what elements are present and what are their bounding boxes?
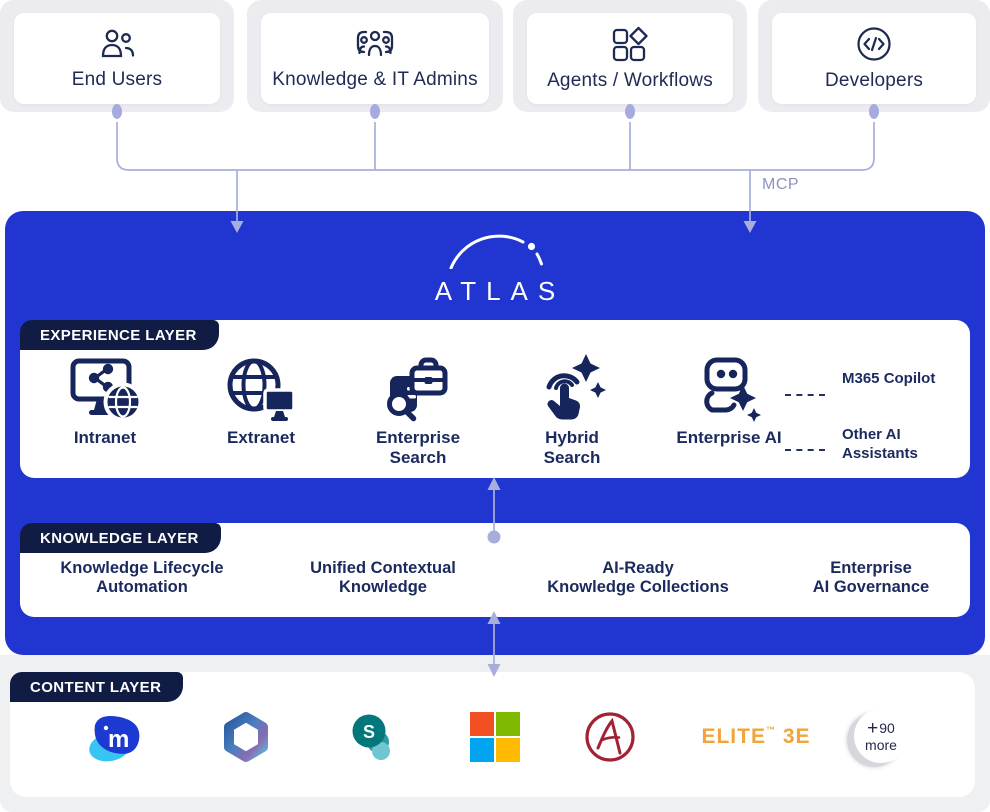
kn-item-line: Knowledge Collections [547, 578, 729, 597]
microsoft-logo-icon [445, 708, 545, 766]
mcp-label: MCP [762, 176, 800, 193]
kn-item-governance: Enterprise AI Governance [761, 559, 981, 598]
svg-text:m: m [108, 726, 129, 753]
exp-item-enterprise-search: Enterprise Search [353, 352, 483, 469]
svg-text:S: S [363, 722, 375, 742]
actor-card-developers: Developers [772, 13, 976, 104]
elite-3e-suffix: 3E [782, 725, 811, 748]
assistant-label-other-ai: Other AI Assistants [842, 426, 918, 462]
actor-label: Developers [824, 69, 924, 91]
experience-layer-panel: EXPERIENCE LAYER [20, 320, 970, 478]
exp-item-label: Enterprise AI [676, 428, 782, 447]
kn-item-unified: Unified Contextual Knowledge [273, 559, 493, 598]
knowledge-layer-badge: KNOWLEDGE LAYER [20, 523, 221, 553]
dashed-connector [785, 394, 825, 396]
kn-item-line: Enterprise [830, 559, 912, 577]
more-count: 90 [879, 719, 895, 736]
kn-item-line: Unified Contextual [310, 559, 456, 577]
exp-item-hybrid-search: Hybrid Search [507, 352, 637, 469]
intranet-icon [68, 352, 142, 422]
actor-group-admins: Knowledge & IT Admins [247, 0, 503, 119]
users-icon [98, 27, 136, 61]
imanage-logo-icon: m [65, 708, 165, 766]
exp-item-enterprise-ai: Enterprise AI [664, 352, 794, 448]
actor-group-developers: Developers [758, 0, 990, 119]
more-sources-badge: + 90 more [830, 708, 930, 767]
connector-dot [625, 104, 635, 119]
admins-icon [354, 27, 396, 61]
kn-item-line: AI-Ready [602, 559, 674, 577]
actor-group-end-users: End Users [0, 0, 234, 119]
sharepoint-logo-icon: S [325, 708, 425, 766]
dashed-connector [785, 449, 825, 451]
trademark-symbol: ™ [765, 725, 776, 735]
kn-item-lifecycle: Knowledge Lifecycle Automation [32, 559, 252, 598]
atlas-platform-box: ATLAS EXPERIENCE LAYER [5, 211, 985, 655]
plus-icon: + [867, 717, 879, 739]
more-label: more [865, 736, 897, 753]
atlas-wordmark: ATLAS [434, 276, 566, 306]
kn-item-line: AI Governance [812, 578, 930, 597]
actor-group-agents: Agents / Workflows [513, 0, 747, 119]
assistant-label-m365-copilot: M365 Copilot [842, 370, 936, 387]
hybrid-search-icon [535, 352, 609, 422]
actor-label: Agents / Workflows [547, 69, 713, 91]
exp-item-label: Hybrid Search [543, 428, 601, 468]
connector-dot [370, 104, 380, 119]
extranet-icon [224, 352, 298, 422]
elite-wordmark: ELITE [701, 725, 766, 748]
exp-item-extranet: Extranet [196, 352, 326, 448]
kn-item-line: Knowledge [338, 578, 427, 597]
experience-layer-badge: EXPERIENCE LAYER [20, 320, 219, 350]
kn-item-line: Knowledge Lifecycle [60, 559, 224, 577]
enterprise-search-icon [381, 352, 455, 422]
actor-card-end-users: End Users [14, 13, 220, 104]
microsoft-365-logo-icon [196, 708, 296, 766]
exp-item-intranet: Intranet [40, 352, 170, 448]
actor-card-agents: Agents / Workflows [527, 13, 733, 104]
connector-dot [869, 104, 879, 119]
connector-dot [112, 104, 122, 119]
atlas-arc-icon [443, 233, 547, 269]
aderant-logo-icon [560, 708, 660, 766]
content-layer-section: CONTENT LAYER m [0, 655, 990, 812]
elite-3e-logo: ELITE™ 3E [686, 708, 826, 766]
exp-item-label: Enterprise Search [375, 428, 461, 468]
atlas-logo: ATLAS [5, 233, 985, 307]
enterprise-ai-icon [692, 352, 766, 422]
actor-label: End Users [71, 68, 163, 90]
knowledge-layer-panel: KNOWLEDGE LAYER Knowledge Lifecycle Auto… [20, 523, 970, 617]
kn-item-line: Automation [96, 578, 188, 597]
actor-label: Knowledge & IT Admins [272, 68, 478, 90]
content-layer-badge: CONTENT LAYER [10, 672, 184, 702]
exp-item-label: Intranet [73, 428, 137, 447]
exp-item-label: Extranet [226, 428, 296, 447]
kn-item-ai-ready: AI-Ready Knowledge Collections [528, 559, 748, 598]
actor-card-admins: Knowledge & IT Admins [261, 13, 489, 104]
code-icon [856, 26, 892, 62]
apps-icon [611, 26, 649, 62]
content-layer-panel: CONTENT LAYER m [10, 672, 975, 797]
